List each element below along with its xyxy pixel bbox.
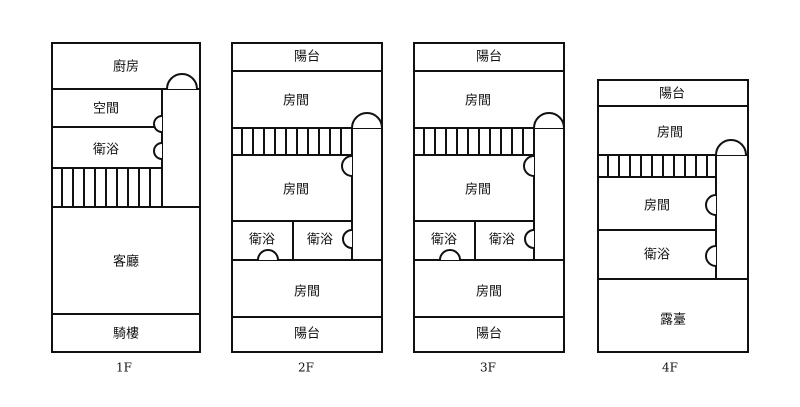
staircase (61, 168, 151, 207)
stair-well (533, 127, 565, 261)
room-bathroom: 衛浴 (644, 248, 670, 263)
floor-2f: 陽台 房間 房間 衛浴 衛浴 房間 陽台 2F (231, 42, 383, 375)
room-terrace: 露臺 (660, 313, 686, 328)
floor-label-3f: 3F (480, 361, 496, 375)
staircase (423, 128, 524, 155)
door-swing (153, 142, 163, 160)
door-swing (524, 229, 535, 249)
room-bathroom: 衛浴 (93, 143, 119, 158)
floor-label-2f: 2F (298, 361, 314, 375)
floor-label-1f: 1F (116, 361, 132, 375)
room-spare: 空間 (93, 102, 119, 117)
door-swing (342, 229, 353, 249)
room-bathroom-1: 衛浴 (431, 233, 457, 248)
room-balcony-bottom: 陽台 (476, 327, 502, 342)
door-swing (439, 249, 461, 261)
stair-well (161, 88, 201, 208)
door-swing (715, 139, 747, 156)
door-swing (257, 249, 279, 261)
room-balcony: 陽台 (659, 87, 685, 102)
room-bathroom-2: 衛浴 (307, 233, 333, 248)
room-bedroom-2: 房間 (283, 182, 309, 198)
door-swing (705, 245, 717, 267)
room-kitchen: 廚房 (113, 59, 139, 75)
door-swing (705, 194, 717, 216)
staircase (607, 155, 708, 177)
stair-well (715, 154, 749, 280)
room-balcony-top: 陽台 (476, 50, 502, 65)
room-balcony-bottom: 陽台 (294, 327, 320, 342)
door-swing (523, 155, 535, 177)
room-bathroom-1: 衛浴 (249, 233, 275, 248)
floor-3f: 陽台 房間 房間 衛浴 衛浴 房間 陽台 3F (413, 42, 565, 375)
room-bedroom-2: 房間 (465, 182, 491, 198)
stair-well (351, 127, 383, 261)
floor-4f: 陽台 房間 房間 衛浴 露臺 4F (597, 79, 749, 375)
room-bedroom-1: 房間 (465, 93, 491, 109)
floor-2f-outline (231, 42, 383, 353)
door-swing (166, 73, 198, 90)
staircase (241, 128, 342, 155)
room-bedroom-1: 房間 (657, 125, 683, 141)
room-bedroom-3: 房間 (476, 284, 502, 300)
floor-4f-outline (597, 79, 749, 353)
room-balcony-top: 陽台 (294, 50, 320, 65)
door-swing (153, 115, 163, 133)
room-living: 客廳 (113, 254, 139, 270)
room-arcade: 騎樓 (113, 327, 139, 342)
room-bedroom-2: 房間 (644, 198, 670, 214)
floor-label-4f: 4F (662, 361, 678, 375)
room-bedroom-3: 房間 (294, 284, 320, 300)
door-swing (341, 155, 353, 177)
door-swing (351, 112, 383, 129)
room-bedroom-1: 房間 (283, 93, 309, 109)
floor-1f: 廚房 空間 衛浴 客廳 騎樓 1F (51, 42, 201, 375)
floor-3f-outline (413, 42, 565, 353)
door-swing (533, 112, 565, 129)
room-bathroom-2: 衛浴 (489, 233, 515, 248)
